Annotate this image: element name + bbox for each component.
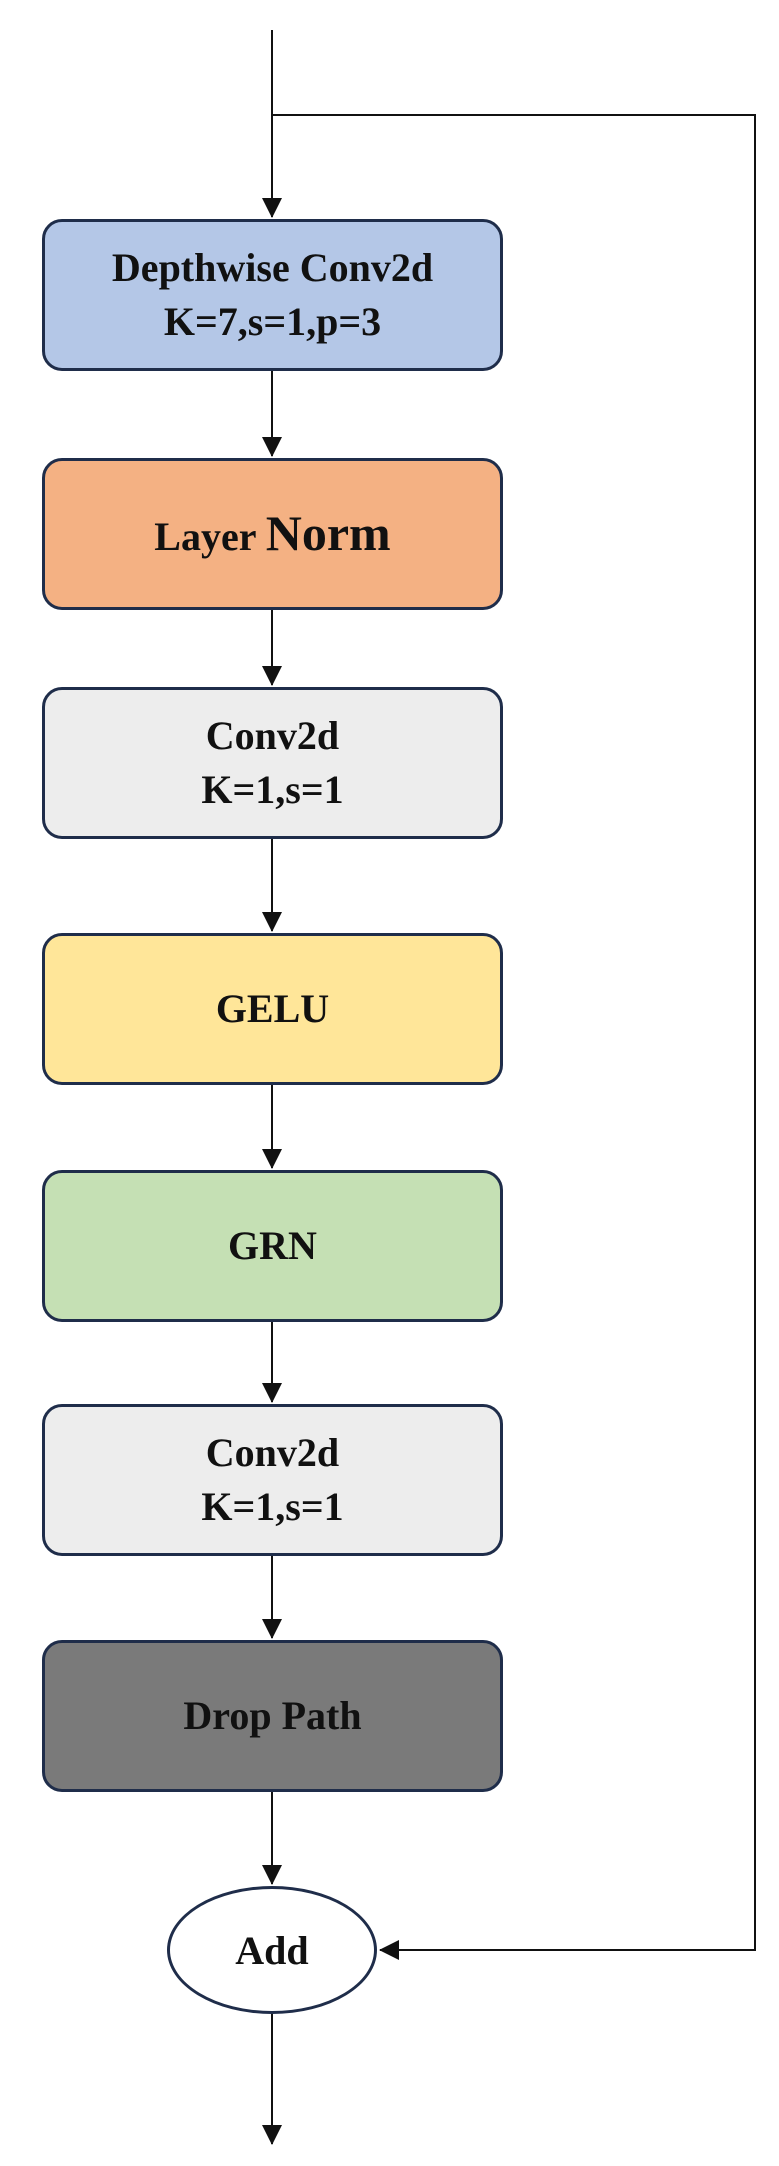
- conv2d-2-params: K=1,s=1: [201, 1484, 344, 1529]
- gelu-label: GELU: [215, 986, 330, 1031]
- layer-norm-label-part1: Layer: [154, 514, 256, 560]
- layer-norm-label: Layer Norm: [154, 500, 390, 568]
- conv2d-block-2: Conv2d K=1,s=1: [42, 1404, 503, 1556]
- drop-path-block: Drop Path: [42, 1640, 503, 1792]
- conv2d-1-params: K=1,s=1: [201, 767, 344, 812]
- depthwise-conv-params: K=7,s=1,p=3: [163, 299, 382, 344]
- depthwise-conv-title: Depthwise Conv2d: [111, 245, 434, 290]
- residual-skip-wire: [272, 114, 756, 1960]
- add-node: Add: [167, 1886, 377, 2014]
- gelu-block: GELU: [42, 933, 503, 1085]
- conv2d-1-title: Conv2d: [205, 713, 340, 758]
- add-label: Add: [235, 1927, 309, 1973]
- layer-norm-label-part2: Norm: [265, 505, 391, 562]
- grn-block: GRN: [42, 1170, 503, 1322]
- layer-norm-block: Layer Norm: [42, 458, 503, 610]
- drop-path-label: Drop Path: [183, 1693, 362, 1738]
- conv2d-block-1: Conv2d K=1,s=1: [42, 687, 503, 839]
- conv2d-2-title: Conv2d: [205, 1430, 340, 1475]
- grn-label: GRN: [228, 1223, 317, 1268]
- depthwise-conv-block: Depthwise Conv2d K=7,s=1,p=3: [42, 219, 503, 371]
